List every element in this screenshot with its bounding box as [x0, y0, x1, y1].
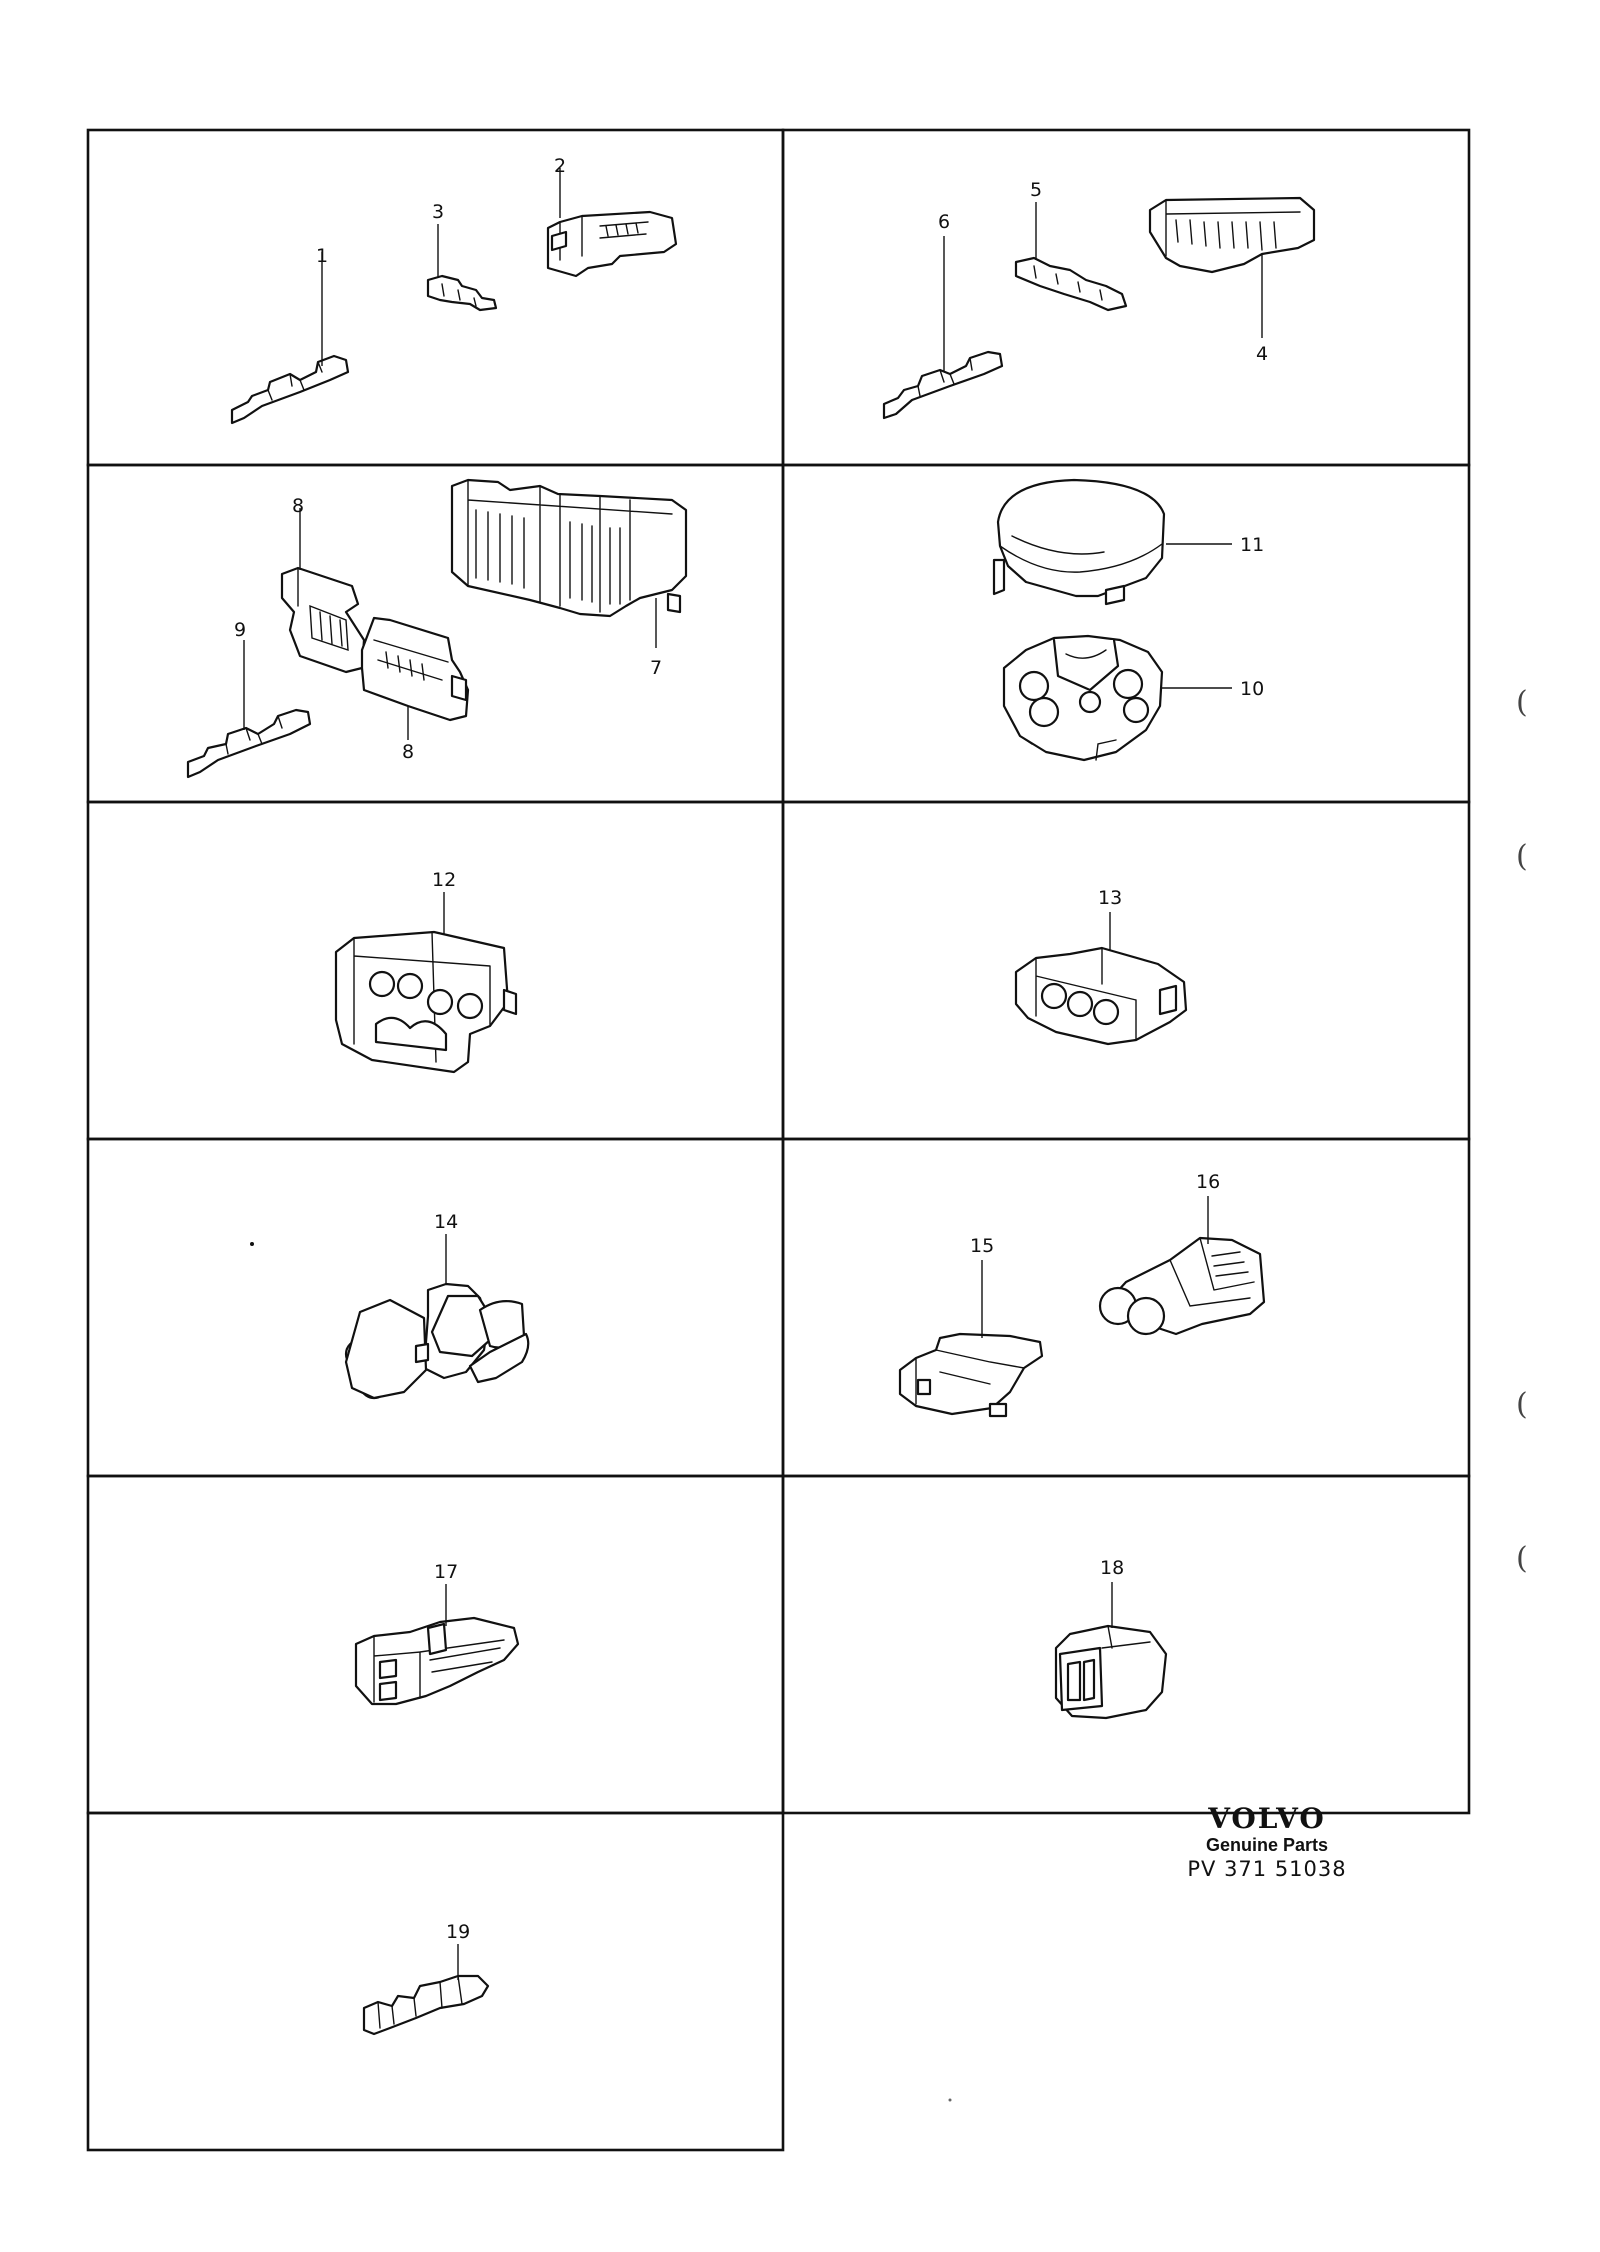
callout-19: 19 — [446, 1921, 470, 1943]
part-5-strip — [1014, 202, 1128, 312]
callout-8a: 8 — [292, 495, 304, 517]
callout-15: 15 — [970, 1235, 994, 1257]
part-2-connector — [546, 168, 678, 278]
callout-12: 12 — [432, 869, 456, 891]
part-15-connector — [898, 1260, 1044, 1418]
callout-17: 17 — [434, 1561, 458, 1583]
volvo-logo: VOLVO — [1208, 1802, 1326, 1835]
part-3-strip — [426, 224, 498, 312]
margin-mark-4: ( — [1516, 1541, 1528, 1576]
part-13-connector — [1014, 912, 1188, 1046]
part-12-connector — [334, 892, 518, 1074]
part-4-connector — [1148, 196, 1316, 338]
part-8-frame-lower — [360, 616, 470, 740]
callout-6: 6 — [938, 211, 950, 233]
callout-11: 11 — [1240, 534, 1264, 556]
brand-subtitle: Genuine Parts — [1205, 1835, 1329, 1855]
part-11-cap — [992, 478, 1232, 606]
margin-mark-2: ( — [1516, 839, 1528, 874]
callout-2: 2 — [554, 155, 566, 177]
callout-13: 13 — [1098, 887, 1122, 909]
callout-7: 7 — [650, 657, 662, 679]
part-14-connector — [250, 1234, 530, 1400]
part-9-terminal — [186, 640, 312, 779]
panel-11 — [86, 1811, 785, 2152]
part-18-connector — [1054, 1582, 1168, 1720]
part-16-connector — [1098, 1196, 1266, 1336]
callout-16: 16 — [1196, 1171, 1220, 1193]
panel-10 — [781, 1474, 1471, 1815]
callout-14: 14 — [434, 1211, 458, 1233]
margin-mark-1: ( — [1516, 685, 1528, 720]
callout-1: 1 — [316, 245, 328, 267]
callout-18: 18 — [1100, 1557, 1124, 1579]
diagram-code: PV 371 51038 — [1187, 1857, 1347, 1881]
part-8-frame-upper — [280, 508, 366, 674]
part-19-terminal — [362, 1944, 490, 2036]
margin-mark-3: ( — [1516, 1387, 1528, 1422]
brand-block: VOLVO Genuine Parts PV 371 51038 — [1152, 1804, 1382, 1882]
part-17-connector — [354, 1584, 520, 1706]
callout-10: 10 — [1240, 678, 1264, 700]
callout-5: 5 — [1030, 179, 1042, 201]
callout-8b: 8 — [402, 741, 414, 763]
part-10-base — [1002, 634, 1232, 762]
part-6-terminal — [882, 236, 1004, 420]
callout-3: 3 — [432, 201, 444, 223]
part-7-multi-connector — [450, 478, 688, 648]
part-1-terminal — [230, 252, 350, 425]
panel-grid — [86, 128, 1471, 2152]
callout-9: 9 — [234, 619, 246, 641]
callout-4: 4 — [1256, 343, 1268, 365]
